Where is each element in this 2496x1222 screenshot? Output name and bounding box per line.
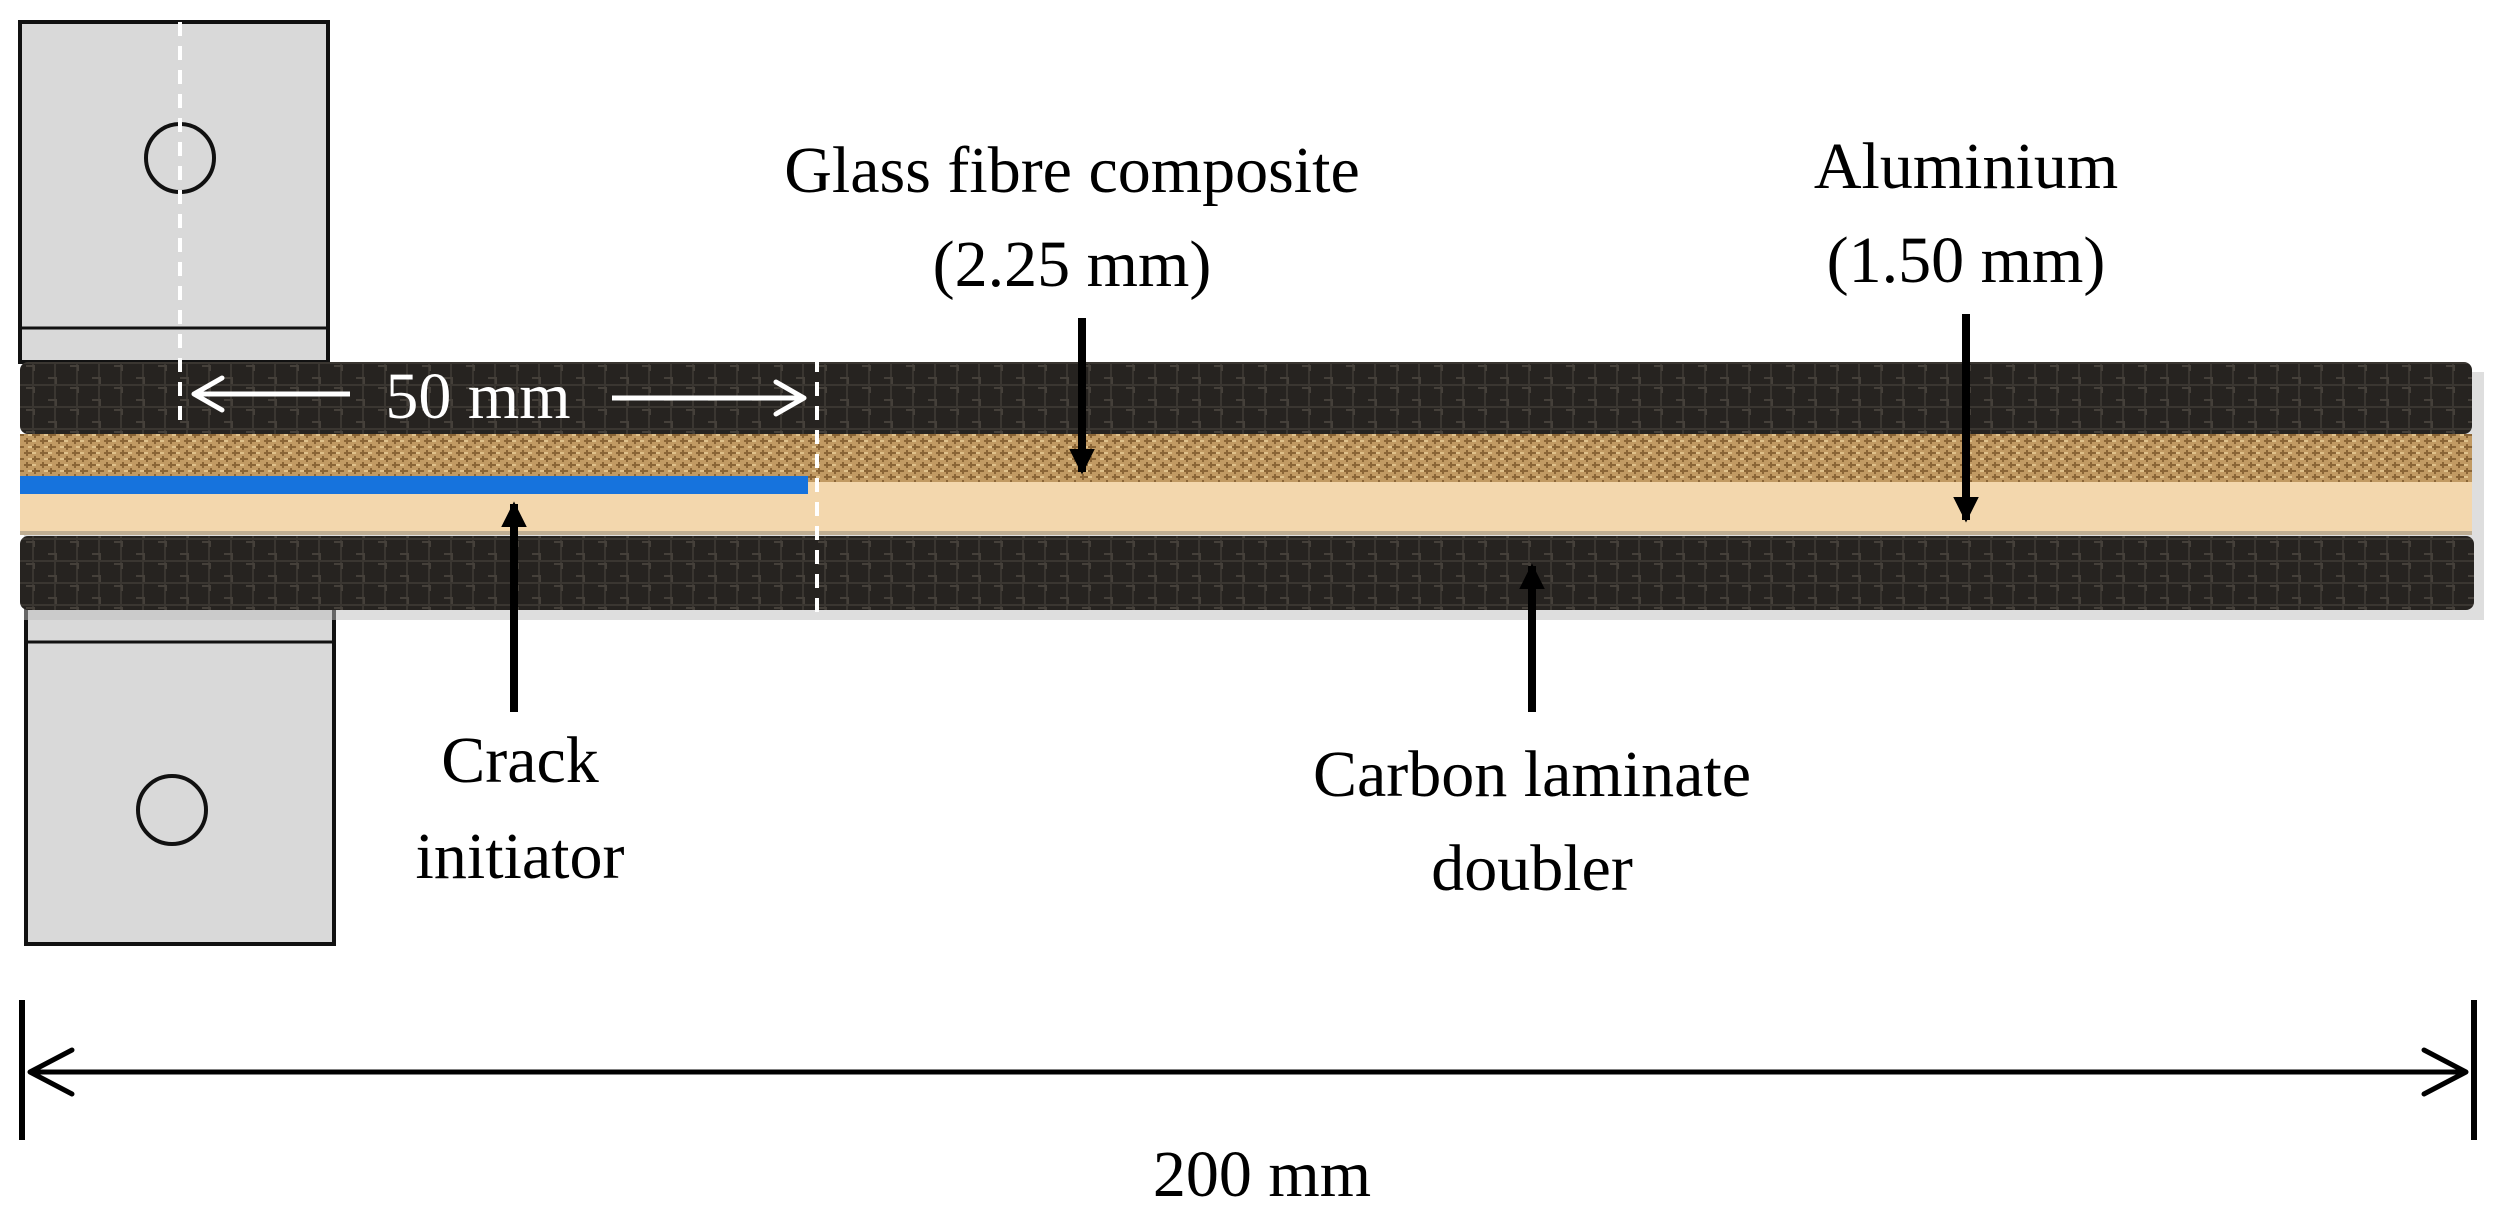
aluminium-label: Aluminium: [1814, 130, 2118, 203]
lower-pin-hole: [136, 774, 208, 846]
total-length-label: 200 mm: [1153, 1138, 1371, 1211]
carbon-doubler-label-line2: doubler: [1431, 832, 1633, 905]
carbon-doubler-annotation: Carbon laminate doubler: [1313, 563, 1751, 905]
aluminium-annotation: Aluminium (1.50 mm): [1814, 130, 2118, 523]
lower-carbon-layer: [20, 536, 2474, 610]
carbon-doubler-label: Carbon laminate: [1313, 738, 1751, 811]
upper-hinge-block: [18, 20, 330, 364]
lower-hinge-block: [24, 602, 336, 946]
crack-initiator-label-line2: initiator: [416, 820, 625, 893]
crack-initiator-annotation: Crack initiator: [416, 501, 625, 893]
aluminium-thickness-label: (1.50 mm): [1827, 224, 2106, 297]
upper-carbon-layer: [20, 362, 2472, 434]
glass-fibre-annotation: Glass fibre composite (2.25 mm): [784, 134, 1360, 475]
glass-fibre-layer: [20, 434, 2472, 482]
glass-fibre-label: Glass fibre composite: [784, 134, 1360, 207]
crack-initiator-label: Crack: [441, 724, 599, 797]
total-length-dimension: 200 mm: [19, 1000, 2477, 1211]
specimen-laminate: [20, 362, 2474, 610]
precrack-dimension: 50 mm: [191, 360, 807, 433]
precrack-length-label: 50 mm: [385, 360, 570, 433]
crack-initiator-film: [20, 476, 808, 494]
glass-fibre-thickness-label: (2.25 mm): [933, 228, 1212, 301]
